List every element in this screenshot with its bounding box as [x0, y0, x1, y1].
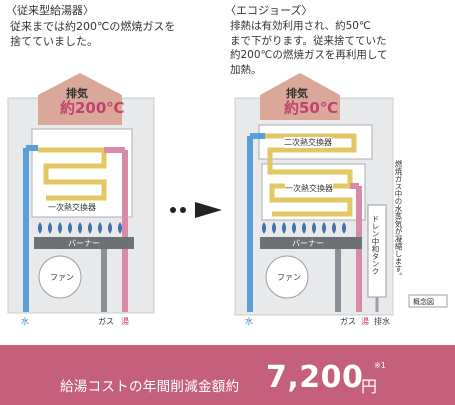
right-water-label: 水	[245, 317, 253, 326]
right-fan-label: ファン	[277, 273, 301, 282]
left-burner-label: バーナー	[68, 239, 100, 248]
right-exhaust-label: 排気	[286, 87, 308, 100]
right-gas-label: ガス	[340, 317, 356, 326]
right-unit	[234, 73, 448, 316]
left-water-label: 水	[21, 317, 29, 326]
savings-value: 7,200	[266, 360, 364, 395]
right-hotwater-label: 湯	[361, 317, 369, 326]
right-heat-loop	[265, 133, 357, 217]
left-gas-label: ガス	[98, 317, 114, 326]
right-drain-label: 排水	[374, 317, 390, 326]
right-heading: 〈エコジョーズ〉	[225, 4, 313, 17]
savings-label: 給湯コストの年間削減金額約	[60, 379, 240, 395]
left-burner	[34, 237, 134, 249]
left-exhaust-arrow	[38, 73, 122, 125]
between-arrow	[170, 202, 222, 218]
vapor-note: 燃焼ガス中の水蒸気が凝縮します。	[394, 160, 403, 280]
right-burner-label: バーナー	[292, 239, 324, 248]
right-exhaust-temp: 約50℃	[284, 99, 339, 117]
figure-note-frame	[408, 294, 448, 308]
left-fan-label: ファン	[50, 273, 74, 282]
right-secondary-label: 二次熱交換器	[284, 137, 332, 148]
right-description: 排熱は有効利用され、約50℃ まで下がります。従来捨てていた 約200℃の燃焼ガ…	[230, 20, 388, 76]
left-heading: 〈従来型給湯器〉	[6, 4, 94, 17]
right-fan	[265, 255, 309, 299]
figure-note: 概念図	[413, 298, 434, 306]
left-description: 従来までは約200℃の燃焼ガスを 捨てていました。	[10, 20, 176, 48]
right-burner	[260, 237, 362, 249]
left-heat-exchanger-label: 一次熱交換器	[48, 202, 96, 213]
right-exhaust-arrow	[260, 73, 340, 120]
left-exhaust-label: 排気	[66, 87, 88, 100]
left-exhaust-temp: 約200℃	[60, 99, 125, 117]
savings-footnote-mark: ※1	[374, 361, 386, 370]
left-hotwater-label: 湯	[121, 317, 129, 326]
left-fan	[38, 255, 82, 299]
drain-tank-label: ドレン中和タンク	[371, 215, 380, 275]
right-primary-label: 一次熱交換器	[285, 183, 333, 194]
savings-unit: 円	[361, 377, 378, 396]
left-flames	[38, 222, 122, 234]
right-flames	[262, 222, 346, 234]
savings-banner	[0, 345, 455, 405]
